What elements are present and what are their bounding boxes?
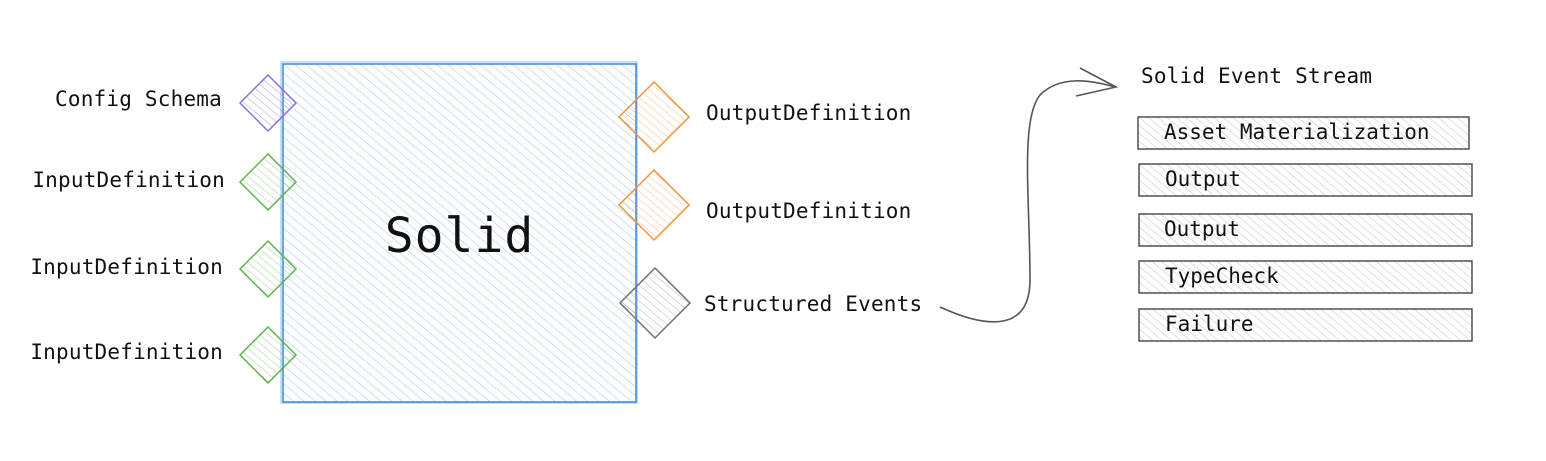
config-schema-port bbox=[238, 73, 298, 133]
stream-item-box bbox=[1138, 163, 1473, 197]
stream-item-label: Asset Materialization bbox=[1164, 120, 1430, 144]
structured-events-label: Structured Events bbox=[704, 292, 923, 316]
stream-item-label: Failure bbox=[1165, 312, 1254, 336]
output-definition-port bbox=[617, 168, 691, 242]
input-definition-label: InputDefinition bbox=[32, 168, 225, 192]
stream-item-box bbox=[1138, 260, 1473, 294]
input-definition-port bbox=[238, 239, 298, 299]
solid-title: Solid bbox=[384, 208, 535, 264]
input-definition-port bbox=[238, 325, 298, 385]
event-stream-title: Solid Event Stream bbox=[1141, 64, 1373, 88]
stream-item-label: TypeCheck bbox=[1165, 264, 1279, 288]
input-definition-label: InputDefinition bbox=[30, 340, 223, 364]
stream-item-label: Output bbox=[1164, 217, 1240, 241]
solid-box bbox=[280, 61, 638, 404]
stream-item-box bbox=[1138, 308, 1473, 342]
stream-item-label: Output bbox=[1165, 167, 1241, 191]
config-schema-label: Config Schema bbox=[55, 87, 222, 111]
input-definition-port bbox=[238, 152, 298, 212]
event-stream-arrow bbox=[939, 67, 1119, 323]
output-definition-label: OutputDefinition bbox=[706, 199, 912, 223]
output-definition-label: OutputDefinition bbox=[706, 101, 912, 125]
structured-events-port bbox=[618, 266, 692, 340]
stream-item-box bbox=[1137, 116, 1470, 150]
stream-item-box bbox=[1138, 213, 1473, 247]
output-definition-port bbox=[617, 80, 691, 154]
input-definition-label: InputDefinition bbox=[30, 255, 223, 279]
